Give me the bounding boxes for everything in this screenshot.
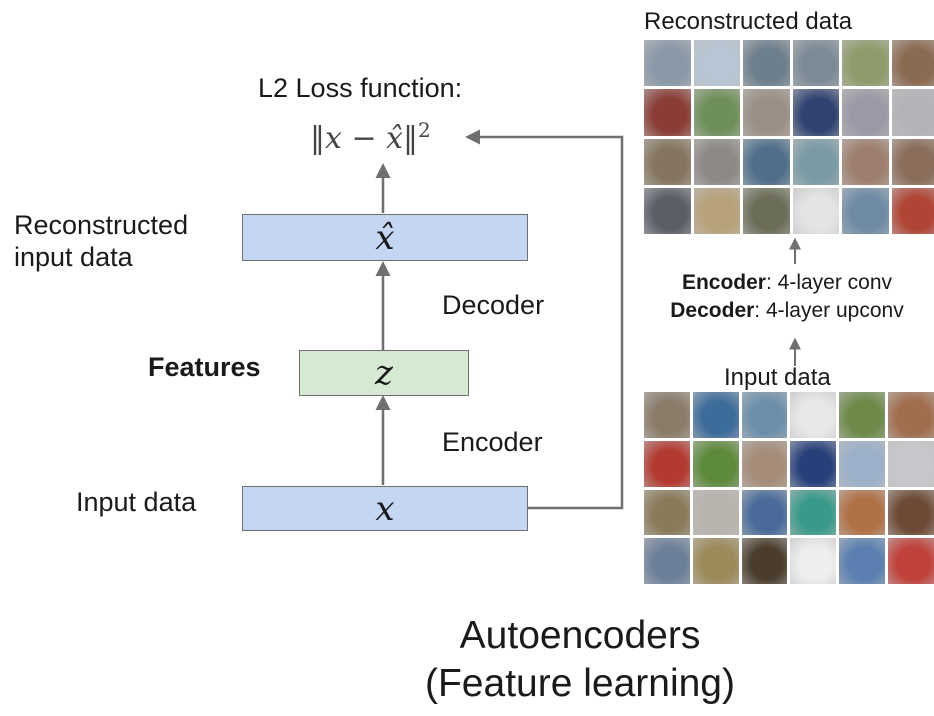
reconstructed-input-label: Reconstructed input data — [14, 209, 188, 273]
decoder-desc-rest: : 4-layer upconv — [754, 299, 904, 322]
input-image-tile — [888, 392, 934, 438]
reconstructed-image-tile — [644, 138, 691, 185]
input-image-tile — [741, 489, 788, 536]
input-image-tile — [692, 392, 739, 438]
input-image-tile — [741, 538, 788, 584]
decoder-description: Decoder: 4-layer upconv — [640, 298, 934, 324]
loss-formula-main: ‖x − x̂‖ — [310, 121, 419, 156]
reconstructed-box: x̂ — [242, 214, 528, 261]
loss-title: L2 Loss function: — [258, 73, 463, 103]
input-image-tile — [741, 440, 788, 487]
features-label: Features — [148, 352, 261, 382]
encoder-desc-bold: Encoder — [681, 271, 766, 294]
reconstructed-image-tile — [891, 138, 934, 185]
reconstructed-data-title: Reconstructed data — [644, 8, 853, 35]
decoder-label: Decoder — [442, 290, 545, 320]
input-image-tile — [790, 392, 837, 438]
input-image-grid — [644, 392, 934, 584]
encoder-desc-rest: : 4-layer conv — [765, 271, 893, 294]
reconstructed-image-tile — [693, 138, 740, 185]
input-image-tile — [839, 392, 886, 438]
input-image-tile — [644, 538, 690, 584]
input-image-tile — [692, 489, 739, 536]
reconstructed-image-tile — [842, 187, 889, 234]
input-image-tile — [839, 489, 886, 536]
reconstructed-image-tile — [743, 89, 790, 136]
reconstructed-label-line1: Reconstructed — [14, 210, 189, 240]
input-image-tile — [790, 538, 837, 584]
reconstructed-image-tile — [644, 89, 691, 136]
caption: Autoencoders (Feature learning) — [360, 612, 800, 708]
reconstructed-image-tile — [842, 138, 889, 185]
reconstructed-image-tile — [693, 187, 740, 234]
reconstructed-image-grid — [644, 40, 934, 234]
reconstructed-image-tile — [842, 40, 889, 87]
reconstructed-image-tile — [792, 138, 839, 185]
loss-formula: ‖x − x̂‖2 — [310, 118, 431, 156]
reconstructed-image-tile — [743, 187, 790, 234]
reconstructed-image-tile — [792, 89, 839, 136]
input-to-loss-path — [465, 129, 624, 510]
input-data-label: Input data — [76, 487, 197, 517]
encoder-label: Encoder — [442, 427, 543, 457]
input-image-tile — [888, 440, 934, 487]
reconstructed-image-tile — [644, 40, 691, 87]
input-image-tile — [888, 538, 934, 584]
reconstructed-label-line2: input data — [14, 242, 133, 272]
input-image-tile — [692, 538, 739, 584]
reconstructed-image-tile — [891, 40, 934, 87]
input-image-tile — [644, 392, 690, 438]
reconstructed-image-tile — [693, 89, 740, 136]
reconstructed-image-tile — [891, 187, 934, 234]
input-image-tile — [888, 489, 934, 536]
reconstructed-image-tile — [792, 40, 839, 87]
reconstructed-image-tile — [891, 89, 934, 136]
reconstructed-image-tile — [792, 187, 839, 234]
input-image-tile — [839, 440, 886, 487]
input-box: x — [242, 486, 528, 531]
caption-line1: Autoencoders — [459, 614, 701, 657]
input-image-tile — [741, 392, 788, 438]
reconstructed-image-tile — [842, 89, 889, 136]
input-image-tile — [644, 440, 690, 487]
loss-formula-exponent: 2 — [418, 118, 431, 142]
input-image-tile — [790, 489, 837, 536]
reconstructed-image-tile — [644, 187, 691, 234]
caption-line2: (Feature learning) — [425, 662, 735, 705]
reconstructed-image-tile — [743, 138, 790, 185]
features-box: z — [299, 350, 469, 396]
input-image-tile — [644, 489, 690, 536]
reconstructed-image-tile — [743, 40, 790, 87]
reconstructed-image-tile — [693, 40, 740, 87]
input-image-tile — [692, 440, 739, 487]
input-image-tile — [839, 538, 886, 584]
input-image-tile — [790, 440, 837, 487]
input-data-title: Input data — [724, 364, 831, 391]
encoder-description: Encoder: 4-layer conv — [640, 270, 934, 296]
decoder-desc-bold: Decoder — [670, 299, 755, 322]
